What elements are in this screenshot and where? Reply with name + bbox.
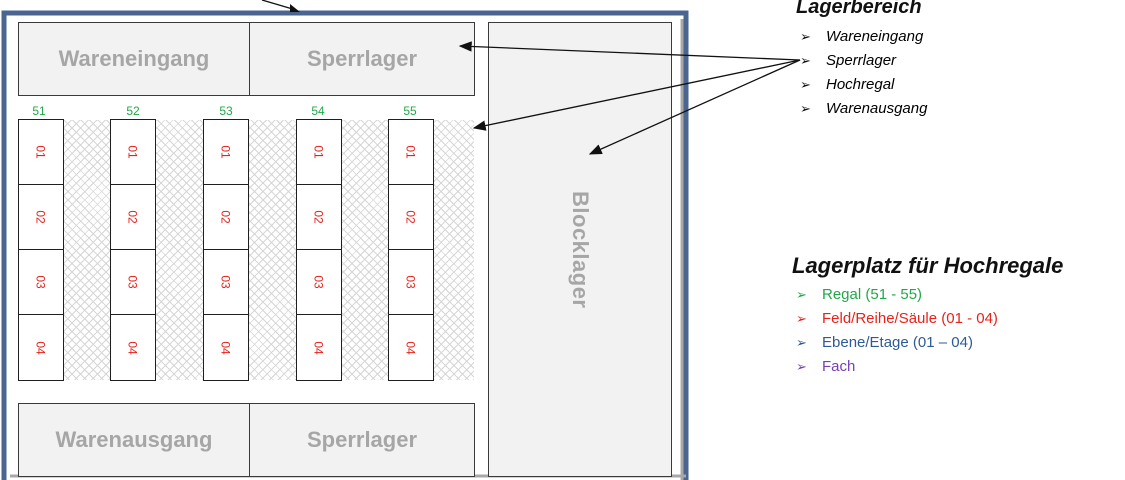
legend-item-label: Wareneingang: [826, 28, 924, 45]
rack-cell: 01: [204, 120, 248, 185]
zone-wareneingang-label: Wareneingang: [58, 46, 210, 71]
legend-item: ➢ Feld/Reihe/Säule (01 - 04): [796, 310, 998, 327]
arrowhead-bullet-icon: ➢: [796, 358, 807, 374]
rack-52: 01 02 03 04: [110, 119, 156, 381]
rack-number: 53: [219, 104, 233, 118]
zone-sperrlager-top: Sperrlager: [249, 22, 475, 96]
arrowhead-bullet-icon: ➢: [800, 100, 811, 116]
zone-warenausgang: Warenausgang: [18, 403, 250, 477]
arrowhead-bullet-icon: ➢: [800, 52, 811, 68]
rack-number: 54: [311, 104, 325, 118]
rack-cell: 02: [19, 185, 63, 250]
rack-cell: 02: [297, 185, 341, 250]
arrowhead-bullet-icon: ➢: [796, 286, 807, 302]
legend-item: ➢ Hochregal: [800, 76, 894, 93]
zone-warenausgang-label: Warenausgang: [55, 427, 213, 452]
legend-item: ➢ Ebene/Etage (01 – 04): [796, 334, 973, 351]
arrowhead-bullet-icon: ➢: [796, 334, 807, 350]
rack-cell: 01: [297, 120, 341, 185]
legend-item-label: Regal (51 - 55): [822, 286, 923, 303]
zone-wareneingang: Wareneingang: [18, 22, 250, 96]
legend-lagerbereich-title: Lagerbereich: [796, 0, 922, 18]
rack-number: 51: [32, 104, 46, 118]
rack-53: 01 02 03 04: [203, 119, 249, 381]
legend-item: ➢ Warenausgang: [800, 100, 927, 117]
rack-cell: 02: [389, 185, 433, 250]
arrowhead-bullet-icon: ➢: [796, 310, 807, 326]
rack-cell: 02: [204, 185, 248, 250]
legend-lagerplatz-title: Lagerplatz für Hochregale: [792, 253, 1064, 278]
zone-sperrlager-bottom-label: Sperrlager: [306, 427, 418, 452]
rack-cell: 03: [204, 250, 248, 315]
rack-cell: 03: [111, 250, 155, 315]
legend-item-label: Ebene/Etage (01 – 04): [822, 334, 973, 351]
arrowhead-bullet-icon: ➢: [800, 76, 811, 92]
arrow-to-sperrlager: [458, 41, 801, 61]
rack-cell: 01: [19, 120, 63, 185]
legend-item-label: Warenausgang: [826, 100, 928, 117]
legend-item-label: Fach: [822, 358, 856, 375]
legend-item: ➢ Regal (51 - 55): [796, 286, 922, 303]
rack-cell: 01: [111, 120, 155, 185]
arrow-to-hochregal: [472, 59, 801, 131]
rack-54: 01 02 03 04: [296, 119, 342, 381]
rack-number: 52: [126, 104, 140, 118]
legend-item-label: Sperrlager: [826, 52, 897, 69]
rack-cell: 02: [111, 185, 155, 250]
rack-51: 01 02 03 04: [18, 119, 64, 381]
arrow-to-blocklager: [588, 59, 801, 155]
rack-cell: 01: [389, 120, 433, 185]
rack-number: 55: [403, 104, 417, 118]
zone-sperrlager-top-label: Sperrlager: [306, 46, 418, 71]
legend-item-label: Hochregal: [826, 76, 895, 93]
legend-item: ➢ Sperrlager: [800, 52, 896, 69]
legend-item-label: Feld/Reihe/Säule (01 - 04): [822, 310, 998, 327]
zone-blocklager-label: Blocklager: [568, 190, 593, 309]
arrowhead-bullet-icon: ➢: [800, 28, 811, 44]
rack-55: 01 02 03 04: [388, 119, 434, 381]
rack-cell: 03: [19, 250, 63, 315]
legend-item: ➢ Wareneingang: [800, 28, 923, 45]
rack-cell: 03: [389, 250, 433, 315]
zone-sperrlager-bottom: Sperrlager: [249, 403, 475, 477]
legend-item: ➢ Fach: [796, 358, 855, 375]
zone-blocklager: Blocklager: [488, 22, 672, 477]
rack-cell: 03: [297, 250, 341, 315]
